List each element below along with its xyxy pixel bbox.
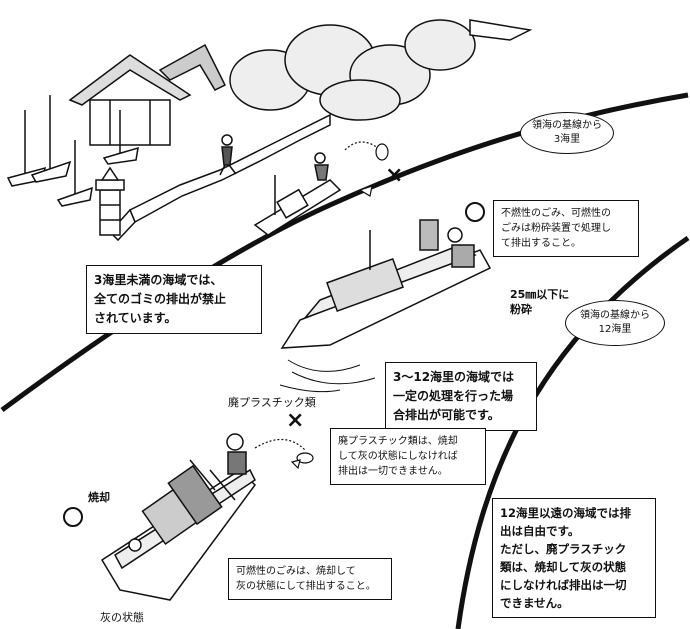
combustible-note-box: 可燃性のごみは、焼却して 灰の状態にして排出すること。	[228, 558, 392, 600]
cargo-ship-incinerating	[100, 433, 256, 601]
grind-label: 25㎜以下に 粉砕	[510, 288, 570, 316]
ash-state-label: 灰の状態	[100, 611, 144, 624]
thrown-plastic	[254, 438, 314, 470]
boathouse	[68, 43, 227, 146]
noncombustible-note-box: 不燃性のごみ、可燃性の ごみは粉砕装置で処理し て排出すること。	[493, 200, 639, 257]
waste-plastic-title: 廃プラスチック類	[228, 396, 316, 409]
trees	[229, 19, 533, 121]
incinerate-label: 焼却	[88, 491, 110, 504]
lighthouse	[95, 166, 125, 236]
passenger-ship	[280, 219, 492, 349]
zone-under-3nm-box: 3海里未満の海域では、 全てのゴミの排出が禁止 されています。	[86, 265, 262, 334]
small-fishing-boat	[253, 152, 342, 236]
moored-sailboats	[6, 95, 139, 207]
zone-beyond-12nm-box: 12海里以遠の海域では排 出は自由です。 ただし、廃プラスチック 類は、焼却して…	[492, 498, 656, 618]
walking-person	[219, 134, 237, 176]
allowed-circle-incinerate	[63, 507, 83, 527]
prohibited-cross-plastic: ×	[286, 408, 305, 433]
zone-3-12nm-box: 3～12海里の海域では 一定の処理を行った場 合排出が可能です。	[385, 362, 537, 431]
baseline-3nm-label: 領海の基線から 3海里	[520, 112, 614, 154]
thrown-trash	[344, 141, 389, 197]
harbor-seawall	[108, 113, 331, 242]
allowed-circle-ship	[465, 202, 485, 222]
prohibited-cross-near-coast: ×	[385, 163, 404, 188]
baseline-12nm-label: 領海の基線から 12海里	[565, 300, 665, 346]
ship-wake	[279, 359, 376, 393]
waste-plastic-note-box: 廃プラスチック類は、焼却 して灰の状態にしなければ 排出は一切できません。	[330, 428, 486, 485]
